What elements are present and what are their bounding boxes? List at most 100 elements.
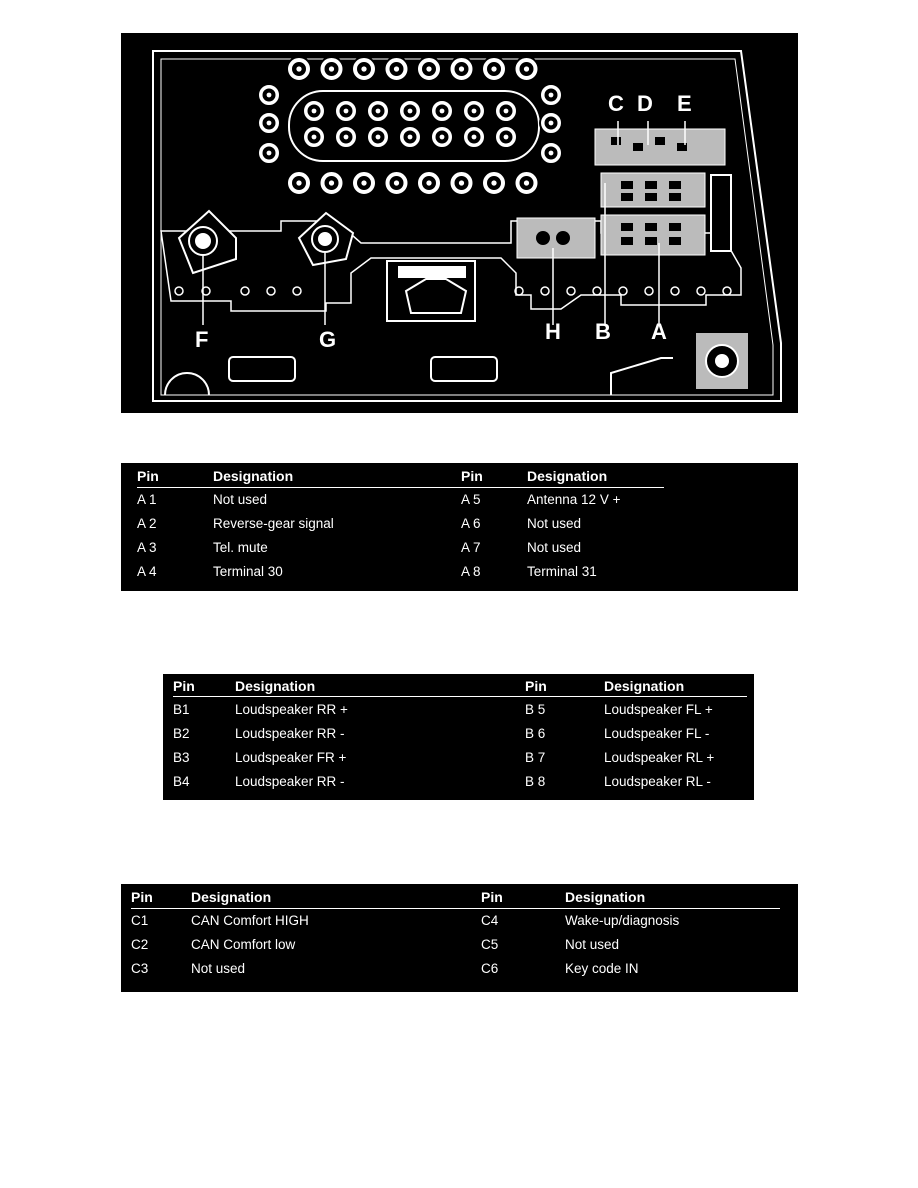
col-header-designation: Designation bbox=[527, 468, 608, 484]
round-pin bbox=[318, 56, 345, 82]
table-cell-designation: Not used bbox=[527, 540, 582, 555]
table-cell-designation: Wake-up/diagnosis bbox=[565, 913, 680, 928]
table-cell-pin: B2 bbox=[173, 726, 190, 741]
board-hole bbox=[240, 286, 250, 296]
board-hole bbox=[696, 286, 706, 296]
table-cell-pin: A 2 bbox=[137, 516, 157, 531]
fuse-slot bbox=[710, 174, 732, 252]
round-pin bbox=[513, 170, 540, 196]
table-cell-designation: Loudspeaker RR + bbox=[235, 702, 348, 717]
table-cell-pin: B 5 bbox=[525, 702, 546, 717]
board-hole bbox=[540, 286, 550, 296]
header-rule bbox=[173, 696, 747, 697]
table-cell-designation: Loudspeaker RR - bbox=[235, 726, 345, 741]
col-header-designation: Designation bbox=[235, 678, 316, 694]
board-hole bbox=[292, 286, 302, 296]
board-hole bbox=[592, 286, 602, 296]
round-pin bbox=[430, 99, 454, 123]
table-cell-pin: B 8 bbox=[525, 774, 546, 789]
round-pin bbox=[448, 170, 475, 196]
label-f: F bbox=[195, 327, 208, 352]
col-header-designation: Designation bbox=[213, 468, 294, 484]
table-cell-pin: C3 bbox=[131, 961, 149, 976]
board-hole bbox=[201, 286, 211, 296]
round-pin bbox=[494, 125, 518, 149]
col-header-designation: Designation bbox=[191, 889, 272, 905]
round-pin bbox=[318, 170, 345, 196]
round-pin bbox=[351, 170, 377, 196]
round-pin bbox=[302, 99, 326, 123]
col-header-pin: Pin bbox=[461, 468, 483, 484]
table-cell-pin: C6 bbox=[481, 961, 499, 976]
round-pin bbox=[416, 56, 442, 82]
table-cell-pin: A 3 bbox=[137, 540, 157, 555]
vent-right bbox=[430, 356, 498, 382]
board-hole bbox=[266, 286, 276, 296]
round-pin bbox=[302, 125, 326, 149]
board-hole bbox=[644, 286, 654, 296]
header-rule bbox=[131, 908, 780, 909]
table-cell-pin: C5 bbox=[481, 937, 499, 952]
label-c: C bbox=[608, 91, 624, 116]
col-header-designation: Designation bbox=[604, 678, 685, 694]
round-pin bbox=[462, 99, 486, 123]
table-cell-pin: C1 bbox=[131, 913, 149, 928]
round-pin bbox=[334, 125, 358, 149]
round-pin bbox=[351, 56, 377, 82]
round-pin bbox=[416, 170, 442, 196]
table-cell-pin: C2 bbox=[131, 937, 149, 952]
table-cell-designation: Loudspeaker FL + bbox=[604, 702, 713, 717]
oval-connector bbox=[288, 90, 540, 162]
round-pin bbox=[398, 99, 422, 123]
connector-b bbox=[600, 172, 706, 208]
table-cell-designation: CAN Comfort HIGH bbox=[191, 913, 309, 928]
header-rule bbox=[137, 487, 664, 488]
round-pin bbox=[462, 125, 486, 149]
round-pin bbox=[513, 56, 540, 82]
pin-table-a: Pin Designation Pin Designation A 1 Not … bbox=[121, 463, 798, 591]
round-pin bbox=[383, 170, 410, 196]
board-hole bbox=[174, 286, 184, 296]
table-cell-pin: A 8 bbox=[461, 564, 481, 579]
table-cell-designation: Loudspeaker FR + bbox=[235, 750, 347, 765]
col-header-pin: Pin bbox=[481, 889, 503, 905]
round-pin bbox=[286, 56, 312, 82]
col-header-pin: Pin bbox=[137, 468, 159, 484]
col-header-pin: Pin bbox=[173, 678, 195, 694]
table-cell-pin: A 6 bbox=[461, 516, 481, 531]
table-cell-designation: Tel. mute bbox=[213, 540, 268, 555]
table-cell-pin: B3 bbox=[173, 750, 190, 765]
table-cell-designation: CAN Comfort low bbox=[191, 937, 296, 952]
pin-table-b: Pin Designation Pin Designation B1 Louds… bbox=[163, 674, 754, 800]
table-cell-designation: Loudspeaker FL - bbox=[604, 726, 710, 741]
table-cell-pin: C4 bbox=[481, 913, 499, 928]
round-pin bbox=[539, 111, 563, 135]
table-cell-designation: Loudspeaker RL - bbox=[604, 774, 711, 789]
table-cell-designation: Key code IN bbox=[565, 961, 639, 976]
table-cell-pin: A 4 bbox=[137, 564, 157, 579]
board-hole bbox=[514, 286, 524, 296]
board-hole bbox=[566, 286, 576, 296]
table-cell-pin: B4 bbox=[173, 774, 190, 789]
table-cell-designation: Not used bbox=[191, 961, 246, 976]
round-pin bbox=[366, 99, 390, 123]
table-cell-pin: A 7 bbox=[461, 540, 481, 555]
table-cell-pin: B1 bbox=[173, 702, 190, 717]
ground-stud bbox=[696, 333, 748, 389]
table-cell-designation: Loudspeaker RL + bbox=[604, 750, 715, 765]
table-cell-designation: Not used bbox=[565, 937, 620, 952]
board-outline bbox=[160, 220, 742, 312]
radio-rear-panel-drawing: C D E F G H B A bbox=[152, 50, 782, 402]
round-pin bbox=[257, 141, 281, 165]
round-pin bbox=[286, 170, 312, 196]
mechanism-window bbox=[386, 260, 476, 322]
round-pin bbox=[334, 99, 358, 123]
connector-a bbox=[600, 214, 706, 256]
round-pin bbox=[481, 170, 507, 196]
label-b: B bbox=[595, 319, 611, 344]
vent-left bbox=[228, 356, 296, 382]
table-cell-pin: A 1 bbox=[137, 492, 157, 507]
label-d: D bbox=[637, 91, 653, 116]
round-pin bbox=[448, 56, 475, 82]
board-hole bbox=[722, 286, 732, 296]
